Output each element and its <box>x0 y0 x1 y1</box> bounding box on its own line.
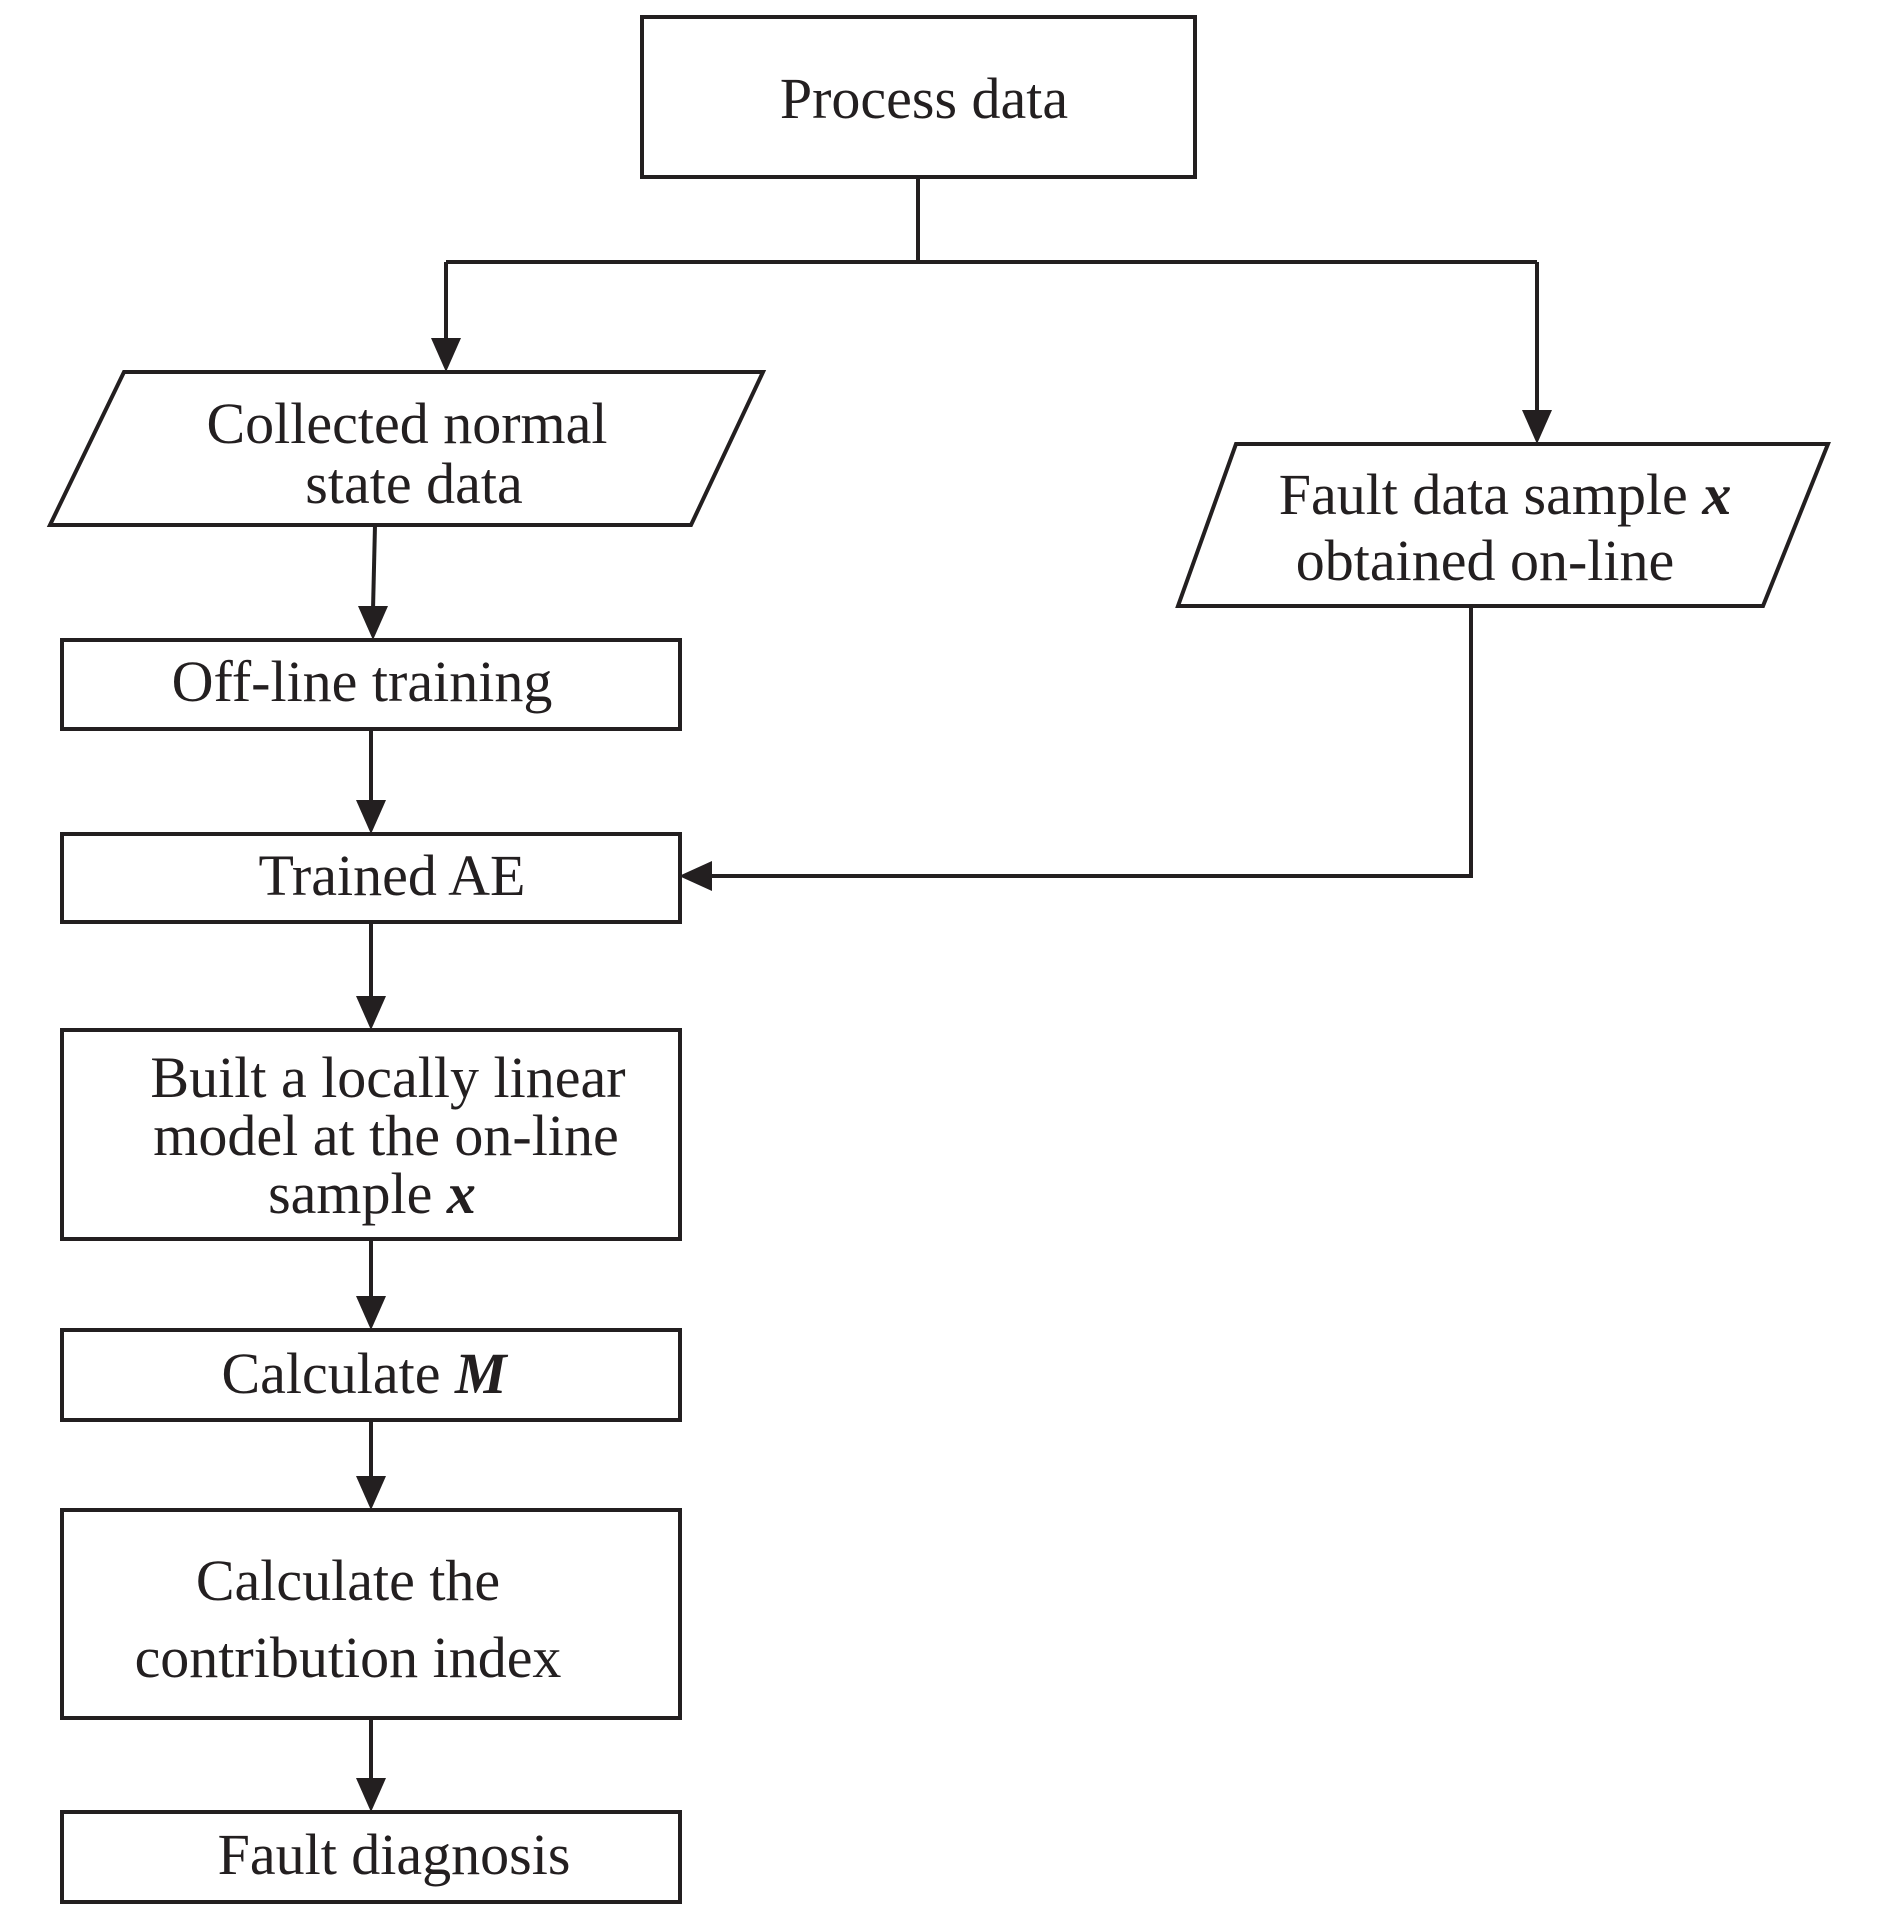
normal-data-line2: state data <box>305 451 522 516</box>
offline-training-label: Off-line training <box>172 649 553 714</box>
connectors <box>369 177 1539 1782</box>
arrowhead-to-local-model <box>356 996 386 1030</box>
local-model-line3: sample x <box>268 1161 476 1226</box>
normal-data-shape <box>46 370 767 527</box>
connector-process-split <box>444 177 1539 414</box>
arrowhead-to-normal-data <box>431 338 461 372</box>
arrowhead-to-fault-sample <box>1522 410 1552 444</box>
arrowheads <box>356 338 1552 1812</box>
node-fault-diagnosis: Fault diagnosis <box>60 1810 682 1904</box>
contribution-index-box <box>60 1508 682 1720</box>
trained-ae-label: Trained AE <box>259 843 526 908</box>
node-fault-sample: Fault data sample x obtained on-line <box>1175 442 1831 608</box>
normal-data-line1: Collected normal <box>206 391 607 456</box>
local-model-line2: model at the on-line <box>153 1103 618 1168</box>
node-local-linear-model: Built a locally linear model at the on-l… <box>60 1028 682 1241</box>
local-model-box <box>60 1028 682 1241</box>
node-contribution-index: Calculate the contribution index <box>60 1508 682 1720</box>
arrowhead-to-calculate-m <box>356 1296 386 1330</box>
contribution-index-line1: Calculate the <box>196 1548 500 1613</box>
calculate-m-text: Calculate <box>221 1341 455 1406</box>
node-process-data: Process data <box>640 15 1197 179</box>
fault-diagnosis-label: Fault diagnosis <box>218 1822 571 1887</box>
fault-sample-line1: Fault data sample x <box>1279 462 1732 527</box>
trained-ae-box <box>60 832 682 924</box>
fault-diagnosis-box <box>60 1810 682 1904</box>
offline-training-box <box>60 638 682 731</box>
local-model-var-x: x <box>446 1161 476 1226</box>
process-data-label: Process data <box>780 66 1068 131</box>
fault-sample-var-x: x <box>1701 462 1731 527</box>
node-offline-training: Off-line training <box>60 638 682 731</box>
calculate-m-label: Calculate M <box>221 1341 509 1406</box>
local-model-line1: Built a locally linear <box>150 1045 625 1110</box>
node-calculate-m: Calculate M <box>60 1328 682 1422</box>
connector-normal-to-training <box>371 524 377 611</box>
arrowhead-to-contribution-index <box>356 1476 386 1510</box>
node-trained-ae: Trained AE <box>60 832 682 924</box>
fault-sample-shape <box>1175 442 1831 608</box>
process-data-box <box>640 15 1197 179</box>
fault-sample-line1-text: Fault data sample <box>1279 462 1703 527</box>
calculate-m-var: M <box>454 1341 509 1406</box>
arrowhead-to-trained-ae <box>356 800 386 834</box>
node-normal-data: Collected normal state data <box>46 370 767 527</box>
connector-fault-to-ae <box>706 606 1473 878</box>
local-model-line3-text: sample <box>268 1161 447 1226</box>
fault-sample-line2: obtained on-line <box>1296 528 1675 593</box>
arrowhead-to-fault-diagnosis <box>356 1778 386 1812</box>
contribution-index-line2: contribution index <box>135 1625 562 1690</box>
arrowhead-to-offline-training <box>358 606 388 640</box>
arrowhead-fault-to-trained-ae <box>679 861 712 891</box>
calculate-m-box <box>60 1328 682 1422</box>
